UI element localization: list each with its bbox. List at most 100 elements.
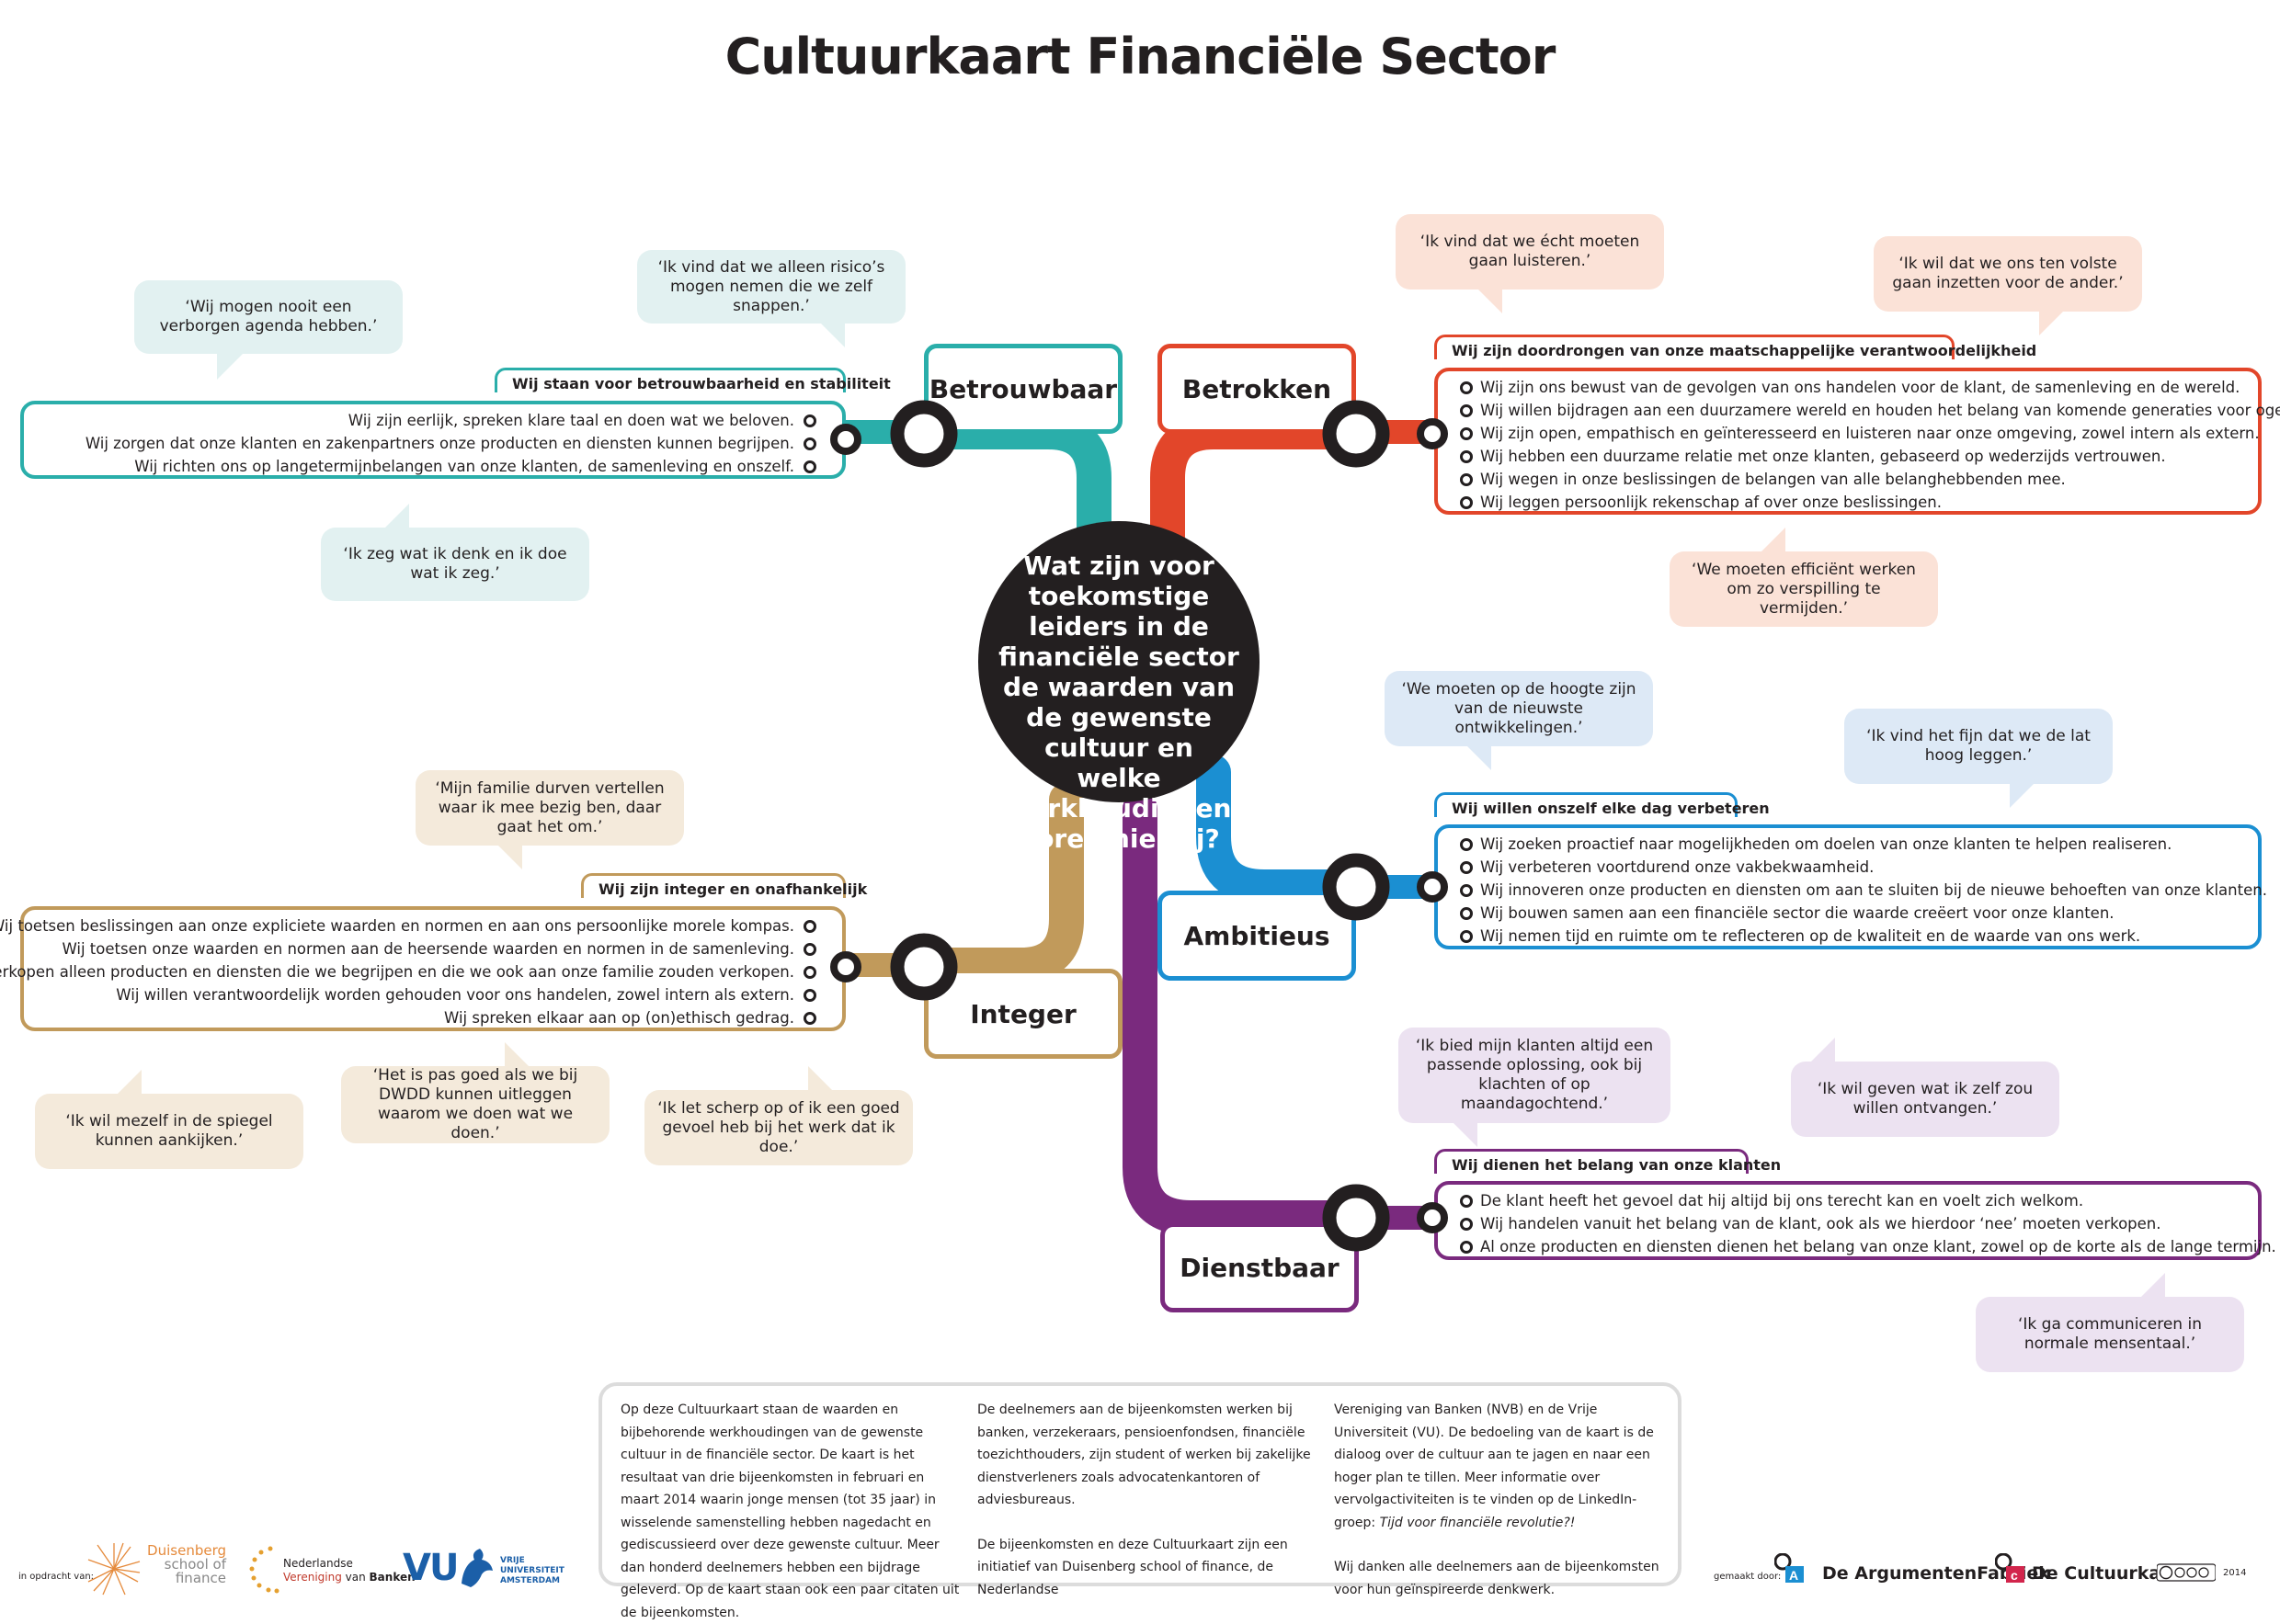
creative-commons-icon bbox=[2156, 1563, 2217, 1582]
quote-bubble-betrouwbaar-1: ‘Wij mogen nooit een verborgen agenda he… bbox=[134, 280, 403, 380]
list-item: Wij verbeteren voortdurend onze vakbekwa… bbox=[1480, 858, 1875, 876]
bullet-icon bbox=[804, 437, 816, 450]
quote-bubble-ambitieus-2: ‘Ik vind het fijn dat we de lat hoog leg… bbox=[1844, 709, 2113, 808]
list-item: Wij nemen tijd en ruimte om te reflecter… bbox=[1480, 927, 2141, 945]
info-paragraph: De bijeenkomsten en deze Cultuurkaart zi… bbox=[977, 1537, 1288, 1597]
quote-bubble-ambitieus-1: ‘We moeten op de hoogte zijn van de nieu… bbox=[1385, 671, 1653, 770]
quote-bubble-integer-1: ‘Mijn familie durven vertellen waar ik m… bbox=[416, 770, 684, 869]
quote-bubble-dienstbaar-2: ‘Ik wil geven wat ik zelf zou willen ont… bbox=[1791, 1038, 2059, 1137]
list-item: Al onze producten en diensten dienen het… bbox=[1480, 1238, 2276, 1255]
bullet-icon bbox=[1460, 427, 1473, 440]
list-item: Wij handelen vanuit het belang van de kl… bbox=[1480, 1215, 2161, 1232]
bullet-icon bbox=[1460, 907, 1473, 920]
list-item: Wij hebben een duurzame relatie met onze… bbox=[1480, 448, 2166, 465]
quote-bubble-betrokken-3: ‘We moeten efficiënt werken om zo verspi… bbox=[1670, 528, 1938, 627]
info-column-3: Vereniging van Banken (NVB) en de Vrije … bbox=[1334, 1399, 1674, 1601]
ambitieus-heading: Wij willen onszelf elke dag verbeteren bbox=[1434, 792, 1770, 817]
year-label: 2014 bbox=[2223, 1568, 2247, 1578]
duisenberg-logo-icon bbox=[86, 1541, 142, 1596]
betrouwbaar-box: Wij zijn eerlijk, spreken klare taal en … bbox=[20, 401, 846, 479]
info-column-1: Op deze Cultuurkaart staan de waarden en… bbox=[621, 1403, 960, 1620]
quote-bubble-dienstbaar-3: ‘Ik ga communiceren in normale mensentaa… bbox=[1976, 1273, 2244, 1372]
list-item: Wij verkopen alleen producten en dienste… bbox=[0, 963, 794, 981]
center-circle: Wat zijn voor toekomstige leiders in de … bbox=[978, 521, 1260, 854]
bullet-icon bbox=[804, 989, 816, 1002]
info-paragraph: Wij danken alle deelnemers aan de bijeen… bbox=[1334, 1560, 1659, 1597]
bullet-icon bbox=[1460, 1195, 1473, 1208]
bullet-icon bbox=[1460, 404, 1473, 417]
page-title: Cultuurkaart Financiële Sector bbox=[724, 28, 1556, 85]
quote-bubble-integer-2: ‘Ik wil mezelf in de spiegel kunnen aank… bbox=[35, 1070, 303, 1169]
value-integer: Integer bbox=[924, 969, 1123, 1059]
integer-heading: Wij zijn integer en onafhankelijk bbox=[581, 873, 867, 898]
dienstbaar-heading: Wij dienen het belang van onze klanten bbox=[1434, 1149, 1781, 1174]
cultuurkaart-logo: De Cultuurkaart bbox=[2032, 1563, 2190, 1584]
list-item: Wij zorgen dat onze klanten en zakenpart… bbox=[85, 435, 794, 452]
betrouwbaar-heading: Wij staan voor betrouwbaarheid en stabil… bbox=[495, 368, 891, 392]
nvb-logo-icon bbox=[248, 1545, 279, 1595]
info-box: Op deze Cultuurkaart staan de waarden en… bbox=[598, 1382, 1682, 1620]
value-dienstbaar: Dienstbaar bbox=[1160, 1222, 1359, 1312]
bullet-icon bbox=[1460, 473, 1473, 486]
quote-bubble-integer-3: ‘Het is pas goed als we bij DWDD kunnen … bbox=[341, 1042, 610, 1143]
quote-bubble-dienstbaar-1: ‘Ik bied mijn klanten altijd een passend… bbox=[1398, 1028, 1670, 1147]
bullet-icon bbox=[804, 920, 816, 933]
gemaakt-door-label: gemaakt door: bbox=[1714, 1572, 1782, 1582]
bullet-icon bbox=[804, 415, 816, 427]
griffin-icon bbox=[458, 1547, 495, 1589]
list-item: Wij toetsen onze waarden en normen aan d… bbox=[62, 940, 794, 958]
list-item: Wij zijn ons bewust van de gevolgen van … bbox=[1480, 379, 2240, 396]
bullet-icon bbox=[1460, 930, 1473, 943]
quote-bubble-betrokken-2: ‘Ik wil dat we ons ten volste gaan inzet… bbox=[1874, 236, 2142, 335]
list-item: Wij zoeken proactief naar mogelijkheden … bbox=[1480, 835, 2172, 853]
list-item: Wij bouwen samen aan een financiële sect… bbox=[1480, 904, 2115, 922]
list-item: Wij willen verantwoordelijk worden gehou… bbox=[116, 986, 794, 1004]
bullet-icon bbox=[1460, 381, 1473, 394]
argumentenfabriek-icon: A bbox=[1773, 1552, 1806, 1584]
cultuurkaart-icon: c bbox=[1994, 1552, 2026, 1584]
integer-box: Wij toetsen beslissingen aan onze explic… bbox=[0, 906, 846, 1031]
info-paragraph: De deelnemers aan de bijeenkomsten werke… bbox=[977, 1403, 1311, 1507]
argumentenfabriek-logo: De ArgumentenFabriek bbox=[1822, 1563, 2050, 1584]
bullet-icon bbox=[1460, 1218, 1473, 1231]
quote-bubble-betrokken-1: ‘Ik vind dat we écht moeten gaan luister… bbox=[1396, 214, 1664, 313]
bullet-icon bbox=[1460, 496, 1473, 509]
bullet-icon bbox=[1460, 1241, 1473, 1254]
value-ambitieus: Ambitieus bbox=[1157, 891, 1356, 981]
list-item: De klant heeft het gevoel dat hij altijd… bbox=[1480, 1192, 2084, 1209]
in-opdracht-label: in opdracht van: bbox=[18, 1572, 95, 1582]
ambitieus-box: Wij zoeken proactief naar mogelijkheden … bbox=[1434, 824, 2267, 949]
list-item: Wij zijn eerlijk, spreken klare taal en … bbox=[348, 412, 794, 429]
bullet-icon bbox=[804, 943, 816, 956]
bullet-icon bbox=[804, 460, 816, 473]
list-item: Wij zijn open, empathisch en geïnteresse… bbox=[1480, 425, 2260, 442]
list-item: Wij innoveren onze producten en diensten… bbox=[1480, 881, 2267, 899]
bullet-icon bbox=[1460, 861, 1473, 874]
quote-bubble-betrouwbaar-2: ‘Ik vind dat we alleen risico’s mogen ne… bbox=[637, 250, 906, 347]
list-item: Wij toetsen beslissingen aan onze explic… bbox=[0, 917, 794, 935]
dienstbaar-box: De klant heeft het gevoel dat hij altijd… bbox=[1434, 1181, 2276, 1260]
info-paragraph: Vereniging van Banken (NVB) en de Vrije … bbox=[1334, 1403, 1654, 1530]
svg-text:A: A bbox=[1789, 1568, 1798, 1583]
value-betrokken: Betrokken bbox=[1157, 344, 1356, 434]
betrokken-heading: Wij zijn doordrongen van onze maatschapp… bbox=[1434, 335, 2036, 359]
list-item: Wij willen bijdragen aan een duurzamere … bbox=[1480, 402, 2280, 419]
bullet-icon bbox=[1460, 838, 1473, 851]
value-betrouwbaar: Betrouwbaar bbox=[924, 344, 1123, 434]
bullet-icon bbox=[804, 966, 816, 979]
vu-logo: VU bbox=[403, 1547, 459, 1589]
list-item: Wij wegen in onze beslissingen de belang… bbox=[1480, 471, 2066, 488]
betrokken-box: Wij zijn ons bewust van de gevolgen van … bbox=[1434, 368, 2280, 515]
bullet-icon bbox=[1460, 884, 1473, 897]
svg-text:c: c bbox=[2011, 1568, 2018, 1583]
list-item: Wij spreken elkaar aan op (on)ethisch ge… bbox=[444, 1009, 794, 1027]
info-column-2: De deelnemers aan de bijeenkomsten werke… bbox=[977, 1399, 1317, 1601]
list-item: Wij richten ons op langetermijnbelangen … bbox=[134, 458, 794, 475]
nvb-logo-text: Nederlandse Vereniging van Banken bbox=[283, 1557, 416, 1584]
quote-bubble-integer-4: ‘Ik let scherp op of ik een goed gevoel … bbox=[644, 1066, 913, 1165]
list-item: Wij leggen persoonlijk rekenschap af ove… bbox=[1480, 494, 1942, 511]
center-question: Wat zijn voor toekomstige leiders in de … bbox=[998, 551, 1239, 854]
quote-bubble-betrouwbaar-3: ‘Ik zeg wat ik denk en ik doe wat ik zeg… bbox=[321, 504, 589, 601]
